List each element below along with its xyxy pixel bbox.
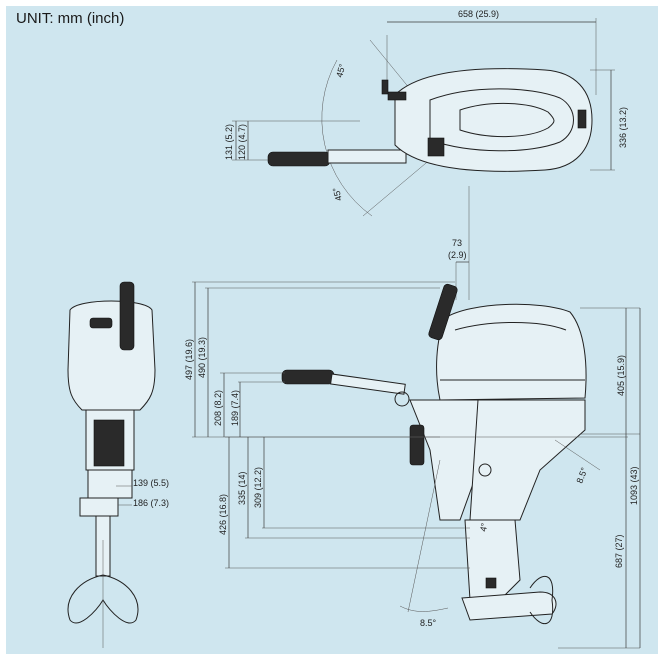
tiller-grip	[267, 151, 331, 167]
side-lower-unit	[464, 519, 521, 601]
dim-tiller-offset-b: 120 (4.7)	[237, 124, 247, 160]
rear-view: 139 (5.5) 186 (7.3)	[67, 281, 169, 648]
side-tiller-grip	[281, 369, 335, 385]
side-midsection	[469, 399, 586, 521]
steer-angle-upper: 45°	[334, 62, 347, 78]
dim-tiller-offset-a: 131 (5.2)	[224, 124, 234, 160]
trim-angle-upper: 8.5°	[574, 466, 589, 485]
side-tiller-raised	[428, 283, 458, 341]
tiller-arm	[327, 149, 407, 164]
dim-setback-inch: (2.9)	[448, 250, 467, 260]
dim-overall-height: 1093 (43)	[629, 466, 639, 505]
dim-tiller-low-b: 189 (7.4)	[230, 390, 240, 426]
side-view: 73 (2.9)	[184, 186, 641, 649]
dim-cowling-height: 405 (15.9)	[616, 355, 626, 396]
side-gearcase	[461, 591, 557, 621]
tilt-angle: 4°	[478, 522, 489, 533]
unit-label: UNIT: mm (inch)	[16, 10, 125, 27]
dim-tiller-low-a: 208 (8.2)	[213, 390, 223, 426]
trim-angle-lower: 8.5°	[420, 618, 437, 628]
dim-bracket-width-a: 139 (5.5)	[133, 478, 169, 488]
rear-tiller-handle	[119, 281, 135, 351]
dim-shaft-c: 309 (12.2)	[253, 467, 263, 508]
top-view: 658 (25.9) 336 (13.2) 131 (5.2) 120 (4.7…	[224, 9, 628, 217]
dim-overall-length: 658 (25.9)	[458, 9, 499, 19]
dim-tiller-up-a: 497 (19.6)	[184, 339, 194, 380]
dim-shaft-b: 335 (14)	[237, 471, 247, 505]
dim-bracket-width-b: 186 (7.3)	[133, 498, 169, 508]
dim-width: 336 (13.2)	[618, 107, 628, 148]
dim-tiller-up-b: 490 (19.3)	[197, 337, 207, 378]
dim-shaft-a: 426 (16.8)	[218, 494, 228, 535]
dim-transom: 687 (27)	[614, 534, 624, 568]
rear-cowling	[67, 300, 156, 411]
steer-angle-lower: 45°	[331, 186, 344, 202]
engine-top-outline	[394, 68, 593, 172]
steer-arc	[321, 59, 373, 217]
dim-setback: 73	[452, 238, 462, 248]
side-cowling	[436, 303, 587, 401]
